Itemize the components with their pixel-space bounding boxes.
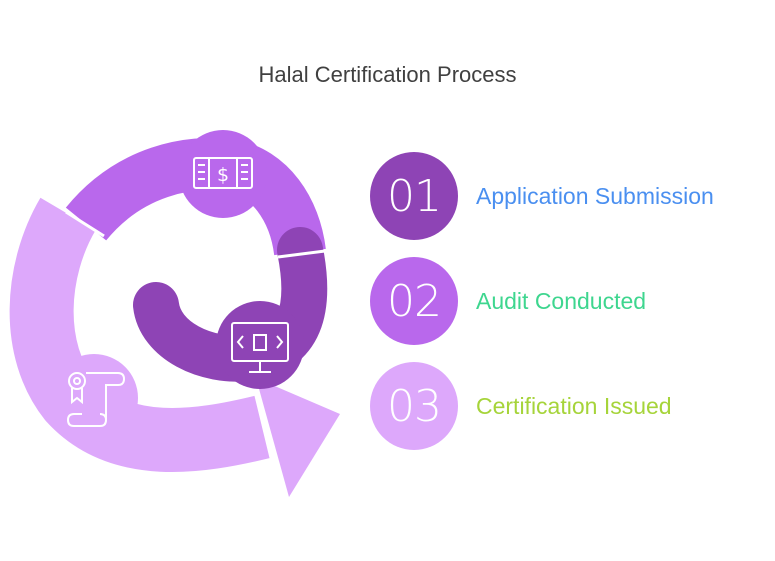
monitor-code-icon [216, 301, 304, 389]
step-label: Application Submission [476, 182, 714, 209]
step-number-badge: 02 [370, 257, 458, 345]
svg-text:$: $ [217, 164, 229, 186]
step-certification-issued: 03 Certification Issued [370, 362, 770, 450]
page-title: Halal Certification Process [258, 62, 517, 87]
step-number-badge: 03 [370, 362, 458, 450]
step-audit-conducted: 02 Audit Conducted [370, 257, 770, 345]
certificate-scroll-icon [50, 354, 138, 442]
cycle-diagram: $ [9, 130, 340, 497]
step-label: Certification Issued [476, 392, 672, 419]
step-application-submission: 01 Application Submission [370, 152, 770, 240]
step-number-badge: 01 [370, 152, 458, 240]
step-label: Audit Conducted [476, 287, 647, 314]
money-document-icon: $ [179, 130, 267, 218]
